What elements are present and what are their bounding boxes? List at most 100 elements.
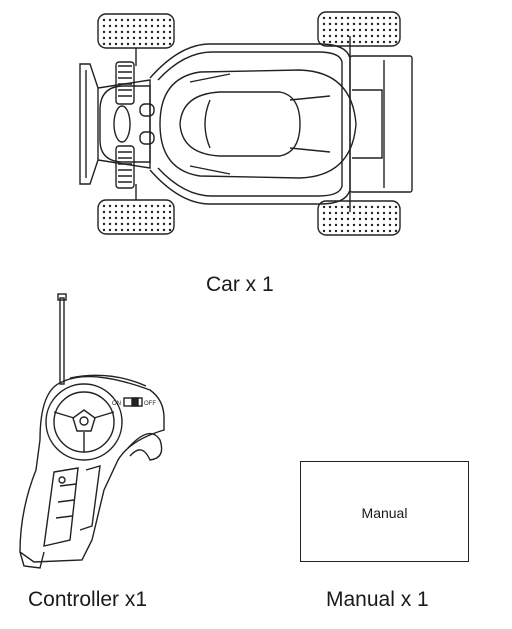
tire-tread-dot — [156, 24, 160, 28]
tire-tread-dot — [364, 22, 368, 26]
tire-tread-dot — [346, 217, 350, 221]
tire-tread-dot — [150, 18, 154, 22]
manual-box-label: Manual — [361, 505, 408, 521]
tire-tread-dot — [102, 216, 106, 220]
tire-tread-dot — [150, 222, 154, 226]
tire-tread-dot — [108, 216, 112, 220]
tire-tread-dot — [322, 211, 326, 215]
tire-tread-dot — [102, 18, 106, 22]
throttle-trigger — [127, 432, 163, 461]
tire-tread-dot — [120, 204, 124, 208]
tire-tread-dot — [376, 217, 380, 221]
tire-tread-dot — [144, 228, 148, 232]
tire-tread-dot — [126, 222, 130, 226]
tire-tread-dot — [120, 18, 124, 22]
tire-tread-dot — [364, 223, 368, 227]
tire-tread-dot — [322, 16, 326, 20]
tire-tread-dot — [108, 204, 112, 208]
tire-tread-dot — [322, 223, 326, 227]
tire-tread-dot — [346, 40, 350, 44]
steering-wheel — [45, 383, 123, 461]
tire-tread-dot — [114, 210, 118, 214]
tire-tread-dot — [346, 28, 350, 32]
tire-tread-dot — [108, 228, 112, 232]
tire-tread-dot — [334, 34, 338, 38]
tire-tread-dot — [340, 16, 344, 20]
switch-on-label: ON — [112, 401, 121, 407]
manual-booklet: Manual — [300, 461, 469, 562]
tire-tread-dot — [364, 217, 368, 221]
tire-tread-dot — [376, 28, 380, 32]
switch-off-label: OFF — [144, 401, 156, 407]
tire-tread-dot — [382, 217, 386, 221]
tire-tread-dot — [156, 228, 160, 232]
tire-tread-dot — [150, 42, 154, 46]
tire-tread-dot — [162, 210, 166, 214]
tire-tread-dot — [370, 28, 374, 32]
tire-tread-dot — [132, 30, 136, 34]
tire-tread-dot — [150, 204, 154, 208]
tire-tread-dot — [114, 36, 118, 40]
tire-tread-dot — [132, 36, 136, 40]
tire-tread-dot — [352, 16, 356, 20]
tire-tread-dot — [334, 229, 338, 233]
tire-tread-dot — [102, 228, 106, 232]
tire-tread-dot — [394, 217, 398, 221]
tire-tread-dot — [322, 22, 326, 26]
tire-tread-dot — [340, 211, 344, 215]
controller-caption: Controller x1 — [28, 588, 148, 611]
tire-tread-dot — [108, 24, 112, 28]
tire-tread-dot — [376, 40, 380, 44]
tire-tread-dot — [388, 28, 392, 32]
tire-tread-dot — [358, 34, 362, 38]
tire-tread-dot — [150, 30, 154, 34]
tire-tread-dot — [346, 211, 350, 215]
tire-tread-dot — [364, 229, 368, 233]
tire-tread-dot — [358, 211, 362, 215]
tire-tread-dot — [334, 22, 338, 26]
tire-tread-dot — [168, 216, 172, 220]
tire-tread-dot — [340, 223, 344, 227]
antenna — [59, 297, 65, 385]
tire-tread-dot — [394, 40, 398, 44]
tire-tread-dot — [370, 217, 374, 221]
tire-tread-dot — [156, 210, 160, 214]
tire-tread-dot — [162, 228, 166, 232]
tire-tread-dot — [328, 211, 332, 215]
tire-tread-dot — [114, 30, 118, 34]
tire-tread-dot — [144, 222, 148, 226]
tire-tread-dot — [168, 24, 172, 28]
tire-tread-dot — [382, 223, 386, 227]
rear-right-wheel — [317, 200, 401, 236]
front-bumper — [79, 63, 99, 185]
tire-tread-dot — [376, 211, 380, 215]
tire-tread-dot — [328, 229, 332, 233]
tire-tread-dot — [108, 18, 112, 22]
tire-tread-dot — [382, 205, 386, 209]
tire-tread-dot — [156, 30, 160, 34]
tire-tread-dot — [322, 205, 326, 209]
tire-tread-dot — [346, 34, 350, 38]
tire-tread-dot — [168, 228, 172, 232]
tire-tread-dot — [120, 42, 124, 46]
tire-tread-dot — [132, 216, 136, 220]
tire-tread-dot — [364, 40, 368, 44]
tire-tread-dot — [370, 229, 374, 233]
tire-tread-dot — [144, 36, 148, 40]
tire-tread-dot — [144, 24, 148, 28]
tire-tread-dot — [370, 34, 374, 38]
tire-tread-dot — [132, 42, 136, 46]
tire-tread-dot — [358, 16, 362, 20]
tire-tread-dot — [102, 210, 106, 214]
tire-tread-dot — [382, 34, 386, 38]
tire-tread-dot — [138, 42, 142, 46]
tire-tread-dot — [346, 16, 350, 20]
tire-tread-dot — [376, 223, 380, 227]
tire-tread-dot — [340, 217, 344, 221]
tire-tread-dot — [388, 22, 392, 26]
tire-tread-dot — [334, 16, 338, 20]
tire-tread-dot — [132, 228, 136, 232]
tire-tread-dot — [340, 22, 344, 26]
tire-tread-dot — [352, 223, 356, 227]
tire-tread-dot — [394, 16, 398, 20]
